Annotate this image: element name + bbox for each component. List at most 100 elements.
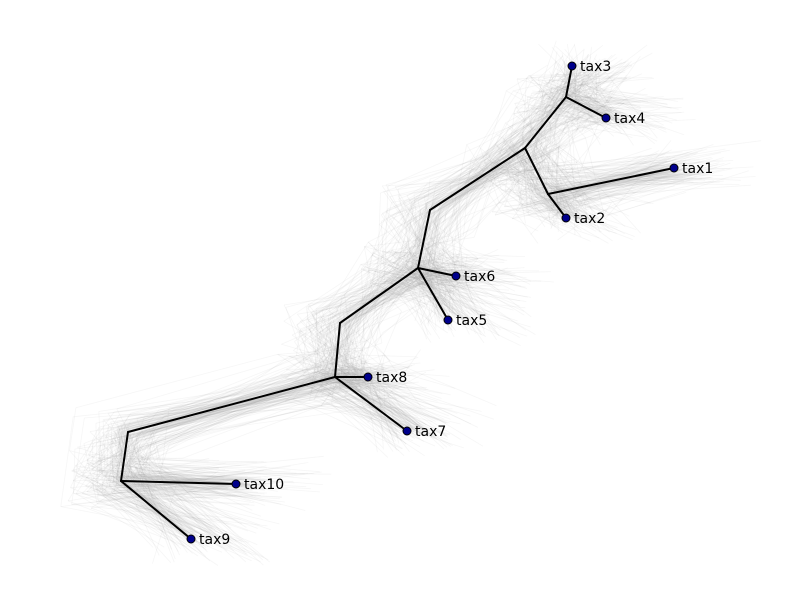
cloud-branch (128, 376, 330, 432)
cloud-branch (543, 86, 586, 150)
cloud-branch (453, 261, 464, 323)
cloud-branch (372, 202, 392, 284)
cloud-branch (427, 143, 557, 207)
cloud-branch (574, 162, 731, 212)
cloud-branch (385, 156, 487, 186)
cloud-branch (354, 366, 442, 399)
cloud-branch (136, 381, 334, 436)
cloud-branch (576, 199, 584, 212)
cloud-branch (426, 270, 464, 322)
cloud-branch (551, 169, 675, 199)
cloud-branch (134, 468, 232, 529)
cloud-branch (463, 160, 471, 236)
cloud-branch (70, 470, 291, 488)
cloud-branch (340, 260, 407, 330)
cloud-branch (295, 339, 369, 360)
cloud-branch (345, 323, 350, 373)
cloud-branch (111, 383, 360, 439)
cloud-branch (555, 45, 611, 98)
cloud-branch (325, 382, 425, 436)
cloud-branch (428, 260, 456, 317)
cloud-branch (389, 170, 497, 198)
cloud-branch (555, 144, 558, 210)
cloud-branch (411, 211, 428, 274)
cloud-branch (438, 141, 513, 210)
cloud-branch (440, 150, 523, 210)
cloud-branch (277, 354, 382, 373)
cloud-branch (326, 280, 456, 310)
cloud-branch (123, 457, 176, 480)
cloud-branch (350, 380, 411, 417)
cloud-branch (367, 271, 398, 341)
cloud-branch (384, 271, 451, 294)
cloud-branch (433, 259, 449, 272)
cloud-branch (160, 469, 270, 563)
cloud-branch (570, 58, 601, 101)
cloud-branch (344, 258, 479, 295)
cloud-branch (86, 476, 255, 504)
cloud-branch (414, 150, 550, 219)
cloud-branch (291, 334, 356, 382)
cloud-branch (71, 470, 262, 497)
cloud-branch (318, 312, 351, 364)
cloud-branch (82, 451, 122, 494)
cloud-branch (406, 289, 531, 328)
branch-a-n6 (417, 209, 431, 269)
cloud-branch (372, 271, 420, 334)
cloud-branch (556, 73, 597, 125)
cloud-branch (471, 168, 502, 213)
branch-n10-tax10 (120, 480, 237, 485)
cloud-branch (514, 81, 594, 104)
cloud-branch (575, 191, 592, 225)
cloud-branch (521, 97, 603, 150)
cloud-branch (518, 163, 575, 193)
cloud-branch (535, 96, 664, 108)
cloud-branch (422, 211, 438, 275)
cloud-branch (582, 177, 684, 182)
cloud-branch (97, 500, 205, 549)
cloud-branch (509, 100, 544, 141)
cloud-branch (494, 135, 549, 216)
cloud-branch (591, 61, 627, 96)
cloud-branch (575, 77, 628, 123)
cloud-branch (575, 121, 663, 127)
cloud-branch (111, 436, 168, 466)
cloud-branch (529, 163, 725, 205)
cloud-branch (556, 176, 684, 178)
cloud-branch (312, 314, 332, 380)
cloud-branch (156, 446, 162, 474)
cloud-branch (404, 209, 442, 269)
cloud-branch (510, 146, 535, 189)
cloud-branch (505, 159, 671, 176)
cloud-branch (441, 279, 517, 283)
cloud-branch (499, 168, 731, 171)
cloud-branch (315, 278, 431, 337)
cloud-branch (548, 171, 570, 201)
cloud-branch (601, 107, 666, 130)
cloud-branch (378, 370, 450, 377)
cloud-branch (559, 154, 666, 175)
cloud-branch (401, 205, 415, 269)
cloud-branch (136, 493, 258, 545)
cloud-branch (97, 480, 294, 501)
cloud-branch (466, 284, 496, 330)
tip-tax6: tax6 (451, 269, 495, 285)
cloud-branch (408, 215, 440, 275)
cloud-branch (410, 204, 436, 269)
cloud-branch (411, 137, 528, 205)
cloud-branch (530, 156, 669, 188)
cloud-branch (125, 460, 188, 554)
cloud-branch (321, 310, 337, 364)
cloud-branch (425, 203, 436, 268)
cloud-branch (548, 152, 698, 173)
cloud-branch (310, 379, 391, 412)
cloud-branch (327, 315, 345, 377)
cloud-branch (314, 371, 405, 456)
cloud-branch (130, 456, 320, 473)
cloud-branch (410, 208, 422, 272)
cloud-branch (107, 413, 139, 456)
cloud-branch (407, 163, 550, 216)
cloud-branch (118, 429, 125, 486)
cloud-branch (453, 271, 485, 274)
cloud-branch (564, 58, 607, 102)
